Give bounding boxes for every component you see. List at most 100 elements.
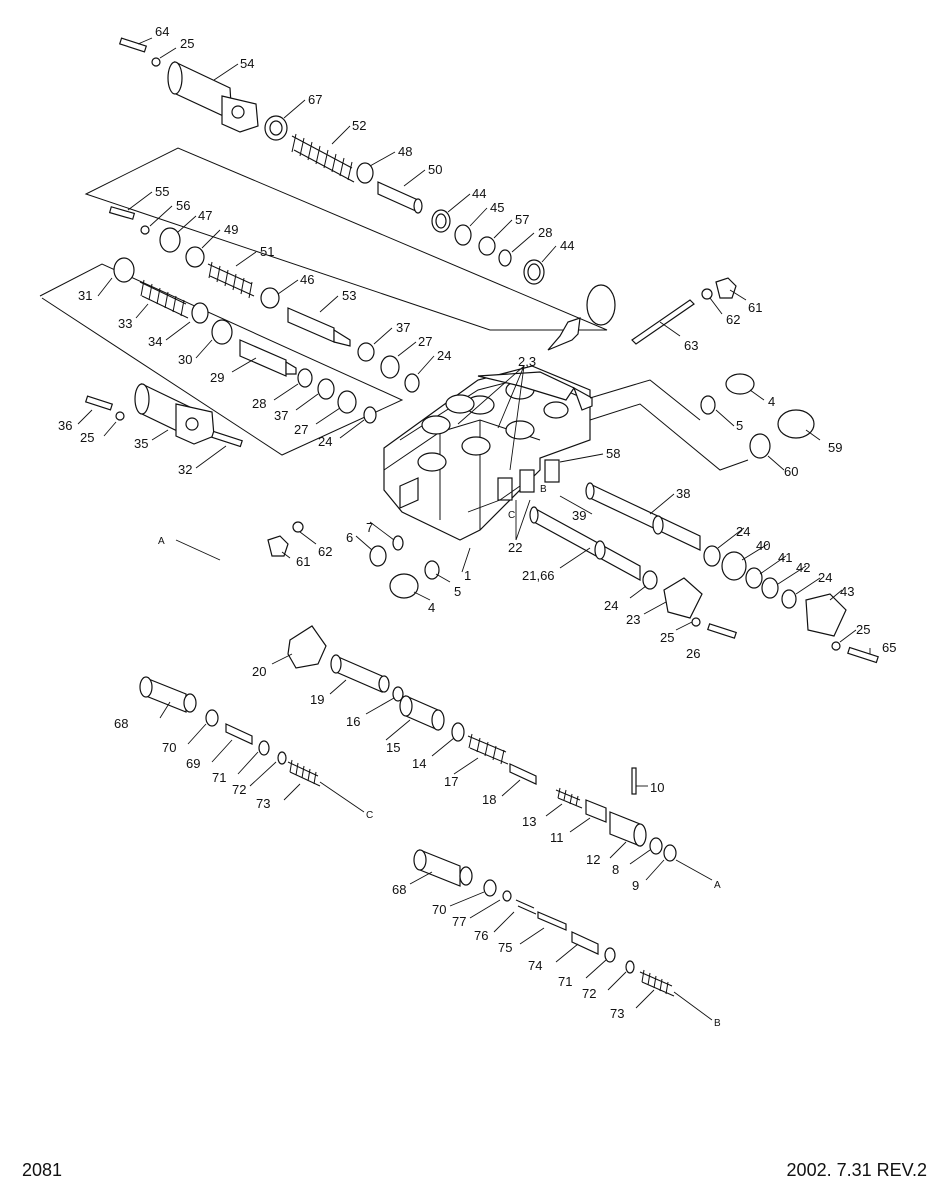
callout-49: 49 (224, 222, 238, 237)
callout-50: 50 (428, 162, 442, 177)
callout-16: 16 (346, 714, 360, 729)
callout-4b: 4 (428, 600, 435, 615)
callout-43: 43 (840, 584, 854, 599)
washer-25c (691, 617, 701, 627)
callout-76: 76 (474, 928, 488, 943)
callout-77: 77 (452, 914, 466, 929)
ref-b-body: B (540, 484, 547, 495)
callout-61b: 61 (296, 554, 310, 569)
callout-65: 65 (882, 640, 896, 655)
spool-38 (585, 482, 701, 551)
left-cover-group (84, 383, 243, 448)
callout-48: 48 (398, 144, 412, 159)
spring-73b (639, 969, 675, 997)
callout-29: 29 (210, 370, 224, 385)
plug-59 (777, 409, 815, 439)
callout-52: 52 (352, 118, 366, 133)
cap-31 (113, 257, 135, 283)
callout-56: 56 (176, 198, 190, 213)
callout-71b: 71 (558, 974, 572, 989)
oring-71b (604, 947, 616, 963)
callout-37b: 37 (274, 408, 288, 423)
callout-34: 34 (148, 334, 162, 349)
ring-42 (761, 577, 779, 599)
oring-7 (392, 535, 404, 551)
main-valve-body (383, 365, 593, 541)
ring-40 (721, 551, 747, 581)
ring-72b (625, 960, 635, 974)
callout-8: 8 (612, 862, 619, 877)
plug-77 (502, 890, 512, 902)
port-relief-b (413, 849, 675, 997)
poppet-18 (509, 763, 537, 785)
pipe-50 (377, 181, 423, 214)
nut-61b (267, 535, 289, 557)
callout-36: 36 (58, 418, 72, 433)
cover-35 (134, 383, 215, 445)
oring-5 (700, 395, 716, 415)
washer-62b (292, 521, 304, 533)
callout-44b: 44 (560, 238, 574, 253)
cover-54 (167, 61, 259, 133)
callout-75: 75 (498, 940, 512, 955)
callout-21-66: 21,66 (522, 568, 555, 583)
callout-70: 70 (162, 740, 176, 755)
callout-32: 32 (178, 462, 192, 477)
poppet-53 (287, 307, 351, 347)
callout-14: 14 (412, 756, 426, 771)
callout-69: 69 (186, 756, 200, 771)
ring-57 (478, 236, 496, 256)
piston-74 (571, 931, 599, 955)
callout-39: 39 (572, 508, 586, 523)
seat-46 (260, 287, 280, 309)
callout-67: 67 (308, 92, 322, 107)
spring-17 (467, 733, 509, 765)
cap-23 (663, 577, 703, 619)
washer-25b (115, 411, 125, 421)
oring-60 (749, 433, 771, 459)
callout-55: 55 (155, 184, 169, 199)
callout-18: 18 (482, 792, 496, 807)
callout-60: 60 (784, 464, 798, 479)
callout-59: 59 (828, 440, 842, 455)
callout-25b: 25 (80, 430, 94, 445)
cap-43 (805, 593, 847, 637)
spring-76 (515, 899, 537, 915)
washer-25 (151, 57, 161, 67)
plug-4 (725, 373, 755, 395)
callout-12: 12 (586, 852, 600, 867)
adjuster-19 (330, 654, 390, 693)
page-number: 2081 (22, 1160, 63, 1180)
callout-74: 74 (528, 958, 542, 973)
bolt-26 (707, 623, 737, 639)
sleeve-12 (609, 811, 647, 847)
second-valve-group (108, 206, 420, 393)
revision-date: 2002. 7.31 REV.2 (786, 1160, 927, 1180)
oring-24d (781, 589, 797, 609)
pin-10 (631, 767, 637, 795)
ring-37b (317, 378, 335, 400)
callout-15: 15 (386, 740, 400, 755)
callout-58: 58 (606, 446, 620, 461)
bolt-32 (211, 430, 243, 448)
sleeve-30 (211, 319, 233, 345)
ring-37 (357, 342, 375, 362)
oring-24e (642, 570, 658, 590)
washer-56 (140, 225, 150, 235)
oring-71 (258, 740, 270, 756)
callout-64: 64 (155, 24, 169, 39)
spring-33 (139, 279, 189, 319)
callout-47: 47 (198, 208, 212, 223)
piston-11 (585, 799, 607, 823)
callout-35: 35 (134, 436, 148, 451)
callout-6: 6 (346, 530, 353, 545)
callout-9: 9 (632, 878, 639, 893)
plug-4b (389, 573, 419, 599)
washer-34 (191, 302, 209, 324)
callout-24e: 24 (604, 598, 618, 613)
ref-c-lower: C (366, 810, 373, 821)
callout-2-3: 2,3 (518, 354, 536, 369)
callout-57: 57 (515, 212, 529, 227)
callout-11: 11 (550, 830, 564, 845)
